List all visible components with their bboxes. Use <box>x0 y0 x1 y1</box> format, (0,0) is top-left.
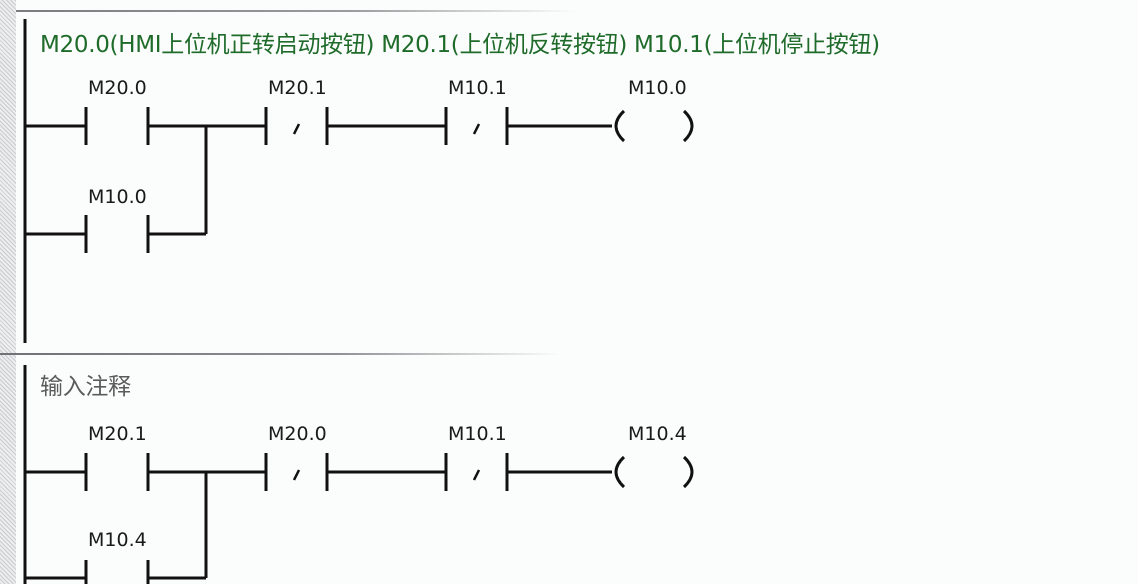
contact-operand[interactable]: M20.1 <box>268 77 327 99</box>
coil-operand[interactable]: M10.0 <box>628 77 687 99</box>
contact-operand[interactable]: M20.1 <box>88 423 147 445</box>
ladder-network-2[interactable]: 输入注释 <box>16 357 1138 584</box>
network-separator <box>16 10 576 12</box>
network-comment[interactable]: M20.0(HMI上位机正转启动按钮) M20.1(上位机反转按钮) M10.1… <box>40 32 880 58</box>
ladder-diagram <box>23 365 694 584</box>
parallel-contact-operand[interactable]: M10.4 <box>88 529 147 551</box>
contact-operand[interactable]: M10.1 <box>448 423 507 445</box>
ladder-diagram <box>23 19 694 343</box>
network-comment[interactable]: 输入注释 <box>40 374 131 400</box>
parallel-contact-operand[interactable]: M10.0 <box>88 186 147 208</box>
contact-operand[interactable]: M20.0 <box>88 77 147 99</box>
contact-operand[interactable]: M20.0 <box>268 423 327 445</box>
contact-operand[interactable]: M10.1 <box>448 77 507 99</box>
ladder-network-1[interactable]: M20.0(HMI上位机正转启动按钮) M20.1(上位机反转按钮) M10.1… <box>16 13 1138 351</box>
coil-operand[interactable]: M10.4 <box>628 423 687 445</box>
network-separator <box>0 353 560 355</box>
editor-left-gutter <box>0 0 16 584</box>
